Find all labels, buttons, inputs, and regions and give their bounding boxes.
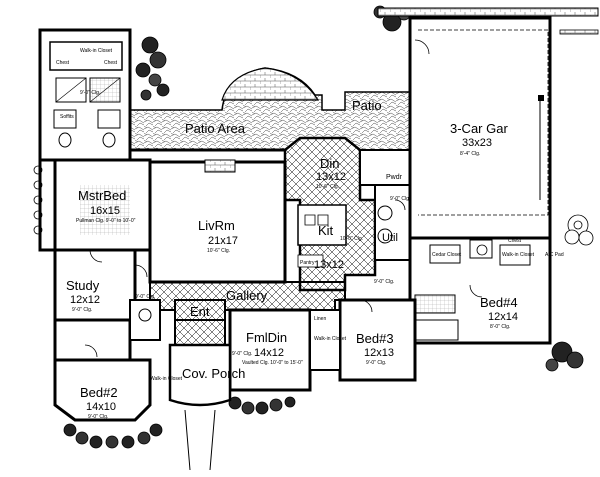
garage-size: 33x23 [462,137,492,149]
kitchen-label: Kit [318,223,334,238]
shrub-right-lower [545,341,584,372]
patio-area [129,67,411,151]
garage [408,16,552,240]
small-labels: Walk-in Closet Chest Chest Soffits 9'-0"… [56,48,564,382]
bedroom-wing [408,236,552,345]
family-dining-size: 14x12 [254,347,284,359]
gallery-label: Gallery [226,288,268,303]
walkin-closet-bed4-label: Walk-in Closet [502,252,535,258]
kitchen-size: 13x12 [314,259,344,271]
bed3-label: Bed#3 [356,331,394,346]
family-dining-label: FmlDin [246,330,287,345]
toilet [58,132,72,148]
pantry-label: Pantry [300,260,315,266]
bed2-size: 14x10 [86,401,116,413]
covered-porch [168,343,232,471]
fireplace [204,159,236,173]
master-bed-label: MstrBed [78,188,126,203]
room-labels: Patio Area Patio 3-Car Gar 33x23 8'-4" C… [66,98,518,420]
study-size: 12x12 [70,294,100,306]
study-label: Study [66,278,100,293]
powder-label: Pwdr [386,174,403,181]
master-bath-closet [38,28,132,162]
linen-closet [309,309,341,371]
bed2-clg: 9'-0" Clg. [88,414,108,420]
entry-label: Ent [190,304,210,319]
dining-size: 13x12 [316,171,346,183]
shrub-porch-side [228,396,296,415]
bed3-clg: 9'-0" Clg. [366,360,386,366]
chest-label-3: Chest [508,238,522,244]
living-label: LivRm [198,218,235,233]
master-bed-tray [80,185,130,235]
bed3-room [338,298,417,382]
dining-label: Din [320,156,340,171]
garage-clg: 8'-4" Clg. [460,151,480,157]
powder-util [359,149,411,261]
patio-bay [221,67,320,101]
living-clg: 10'-6" Clg. [207,248,230,254]
bed4-label: Bed#4 [480,295,518,310]
walkin-bed2-label: Walk-in Closet [150,376,183,382]
shrub-right-mid [564,214,594,246]
bed3-size: 12x13 [364,347,394,359]
walkin-closet-master [49,41,123,71]
porch-label-1: Cov. Porch [182,366,245,381]
patio-label: Patio [352,98,382,113]
patio-area-label: Patio Area [185,121,246,136]
kitchen-clg-label: 10'-0" Clg. [340,236,363,242]
walkin-closet-master-label: Walk-in Closet [80,48,113,54]
garden-wall [377,7,599,17]
garage-label: 3-Car Gar [450,121,508,136]
shrub-top-left [135,36,170,101]
master-bed-clg: Pullman Clg. 9'-0" to 10'-0" [76,218,136,224]
soffits-label: Soffits [60,114,74,120]
study-hall-clg-label: 9'-0" Clg. [135,294,155,300]
driveway-wall [559,29,599,35]
chest-label-2: Chest [104,60,118,66]
door-swings [84,39,483,358]
gallery-side-clg-label: 9'-0" Clg. [232,351,252,357]
study-clg: 9'-0" Clg. [72,307,92,313]
linen-label: Linen [314,316,326,322]
cedar-closet [429,244,461,264]
master-bed-size: 16x15 [90,205,120,217]
walkin-closet-bed4-box [499,244,531,266]
hall-clg-label: 9'-0" Clg. [374,279,394,285]
family-dining-room [228,308,312,392]
gallery [149,281,346,346]
shrub-bottom-left [63,423,163,449]
pantry-box [297,254,324,268]
utility-label: Util [382,232,398,244]
master-bath-clg-label: 9'-0" Clg. [80,90,100,96]
util-clg-label: 9'-0" Clg. [390,196,410,202]
chest-label-1: Chest [56,60,70,66]
cedar-closet-label: Cedar Closet [432,252,462,258]
bed4-size: 12x14 [488,311,518,323]
walkin-closet-bed3-label: Walk-in Closet [314,336,347,342]
ac-pad-label: A/C Pad [545,252,564,258]
dining-clg: 10'-6" Clg. [316,184,339,190]
entry [174,299,226,346]
bed2-label: Bed#2 [80,385,118,400]
dining-kitchen [283,136,377,292]
bed4-clg: 8'-0" Clg. [490,324,510,330]
family-dining-clg: Vaulted Clg. 10'-0" to 15'-0" [242,360,303,366]
living-size: 21x17 [208,235,238,247]
